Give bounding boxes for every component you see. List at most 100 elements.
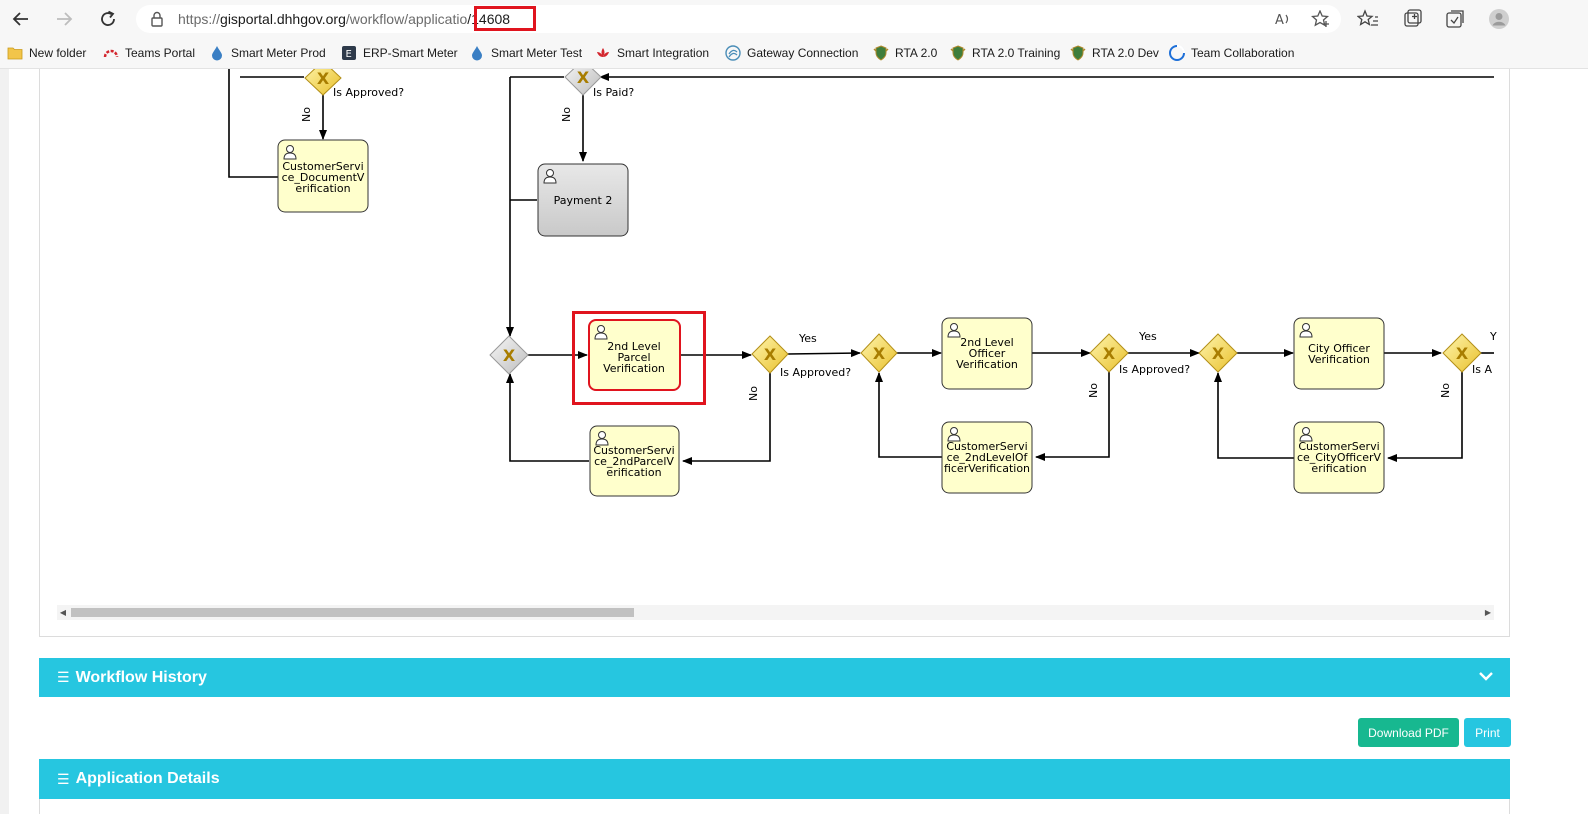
read-aloud-icon[interactable]: A bbox=[1275, 11, 1293, 27]
task-label-line: ficerVerification bbox=[944, 462, 1030, 475]
diagram-horizontal-scrollbar[interactable]: ◀ ▶ bbox=[57, 605, 1494, 620]
refresh-icon bbox=[101, 10, 115, 26]
gateway-merge[interactable]: X bbox=[489, 335, 529, 375]
task-label-line: ce_2ndLevelOf bbox=[947, 451, 1029, 464]
user-icon bbox=[1299, 323, 1313, 338]
svg-text:A: A bbox=[1275, 13, 1284, 27]
gateway-is-approved-2[interactable]: X bbox=[1089, 333, 1129, 373]
crest-icon bbox=[1070, 45, 1086, 61]
forward-button[interactable] bbox=[51, 6, 77, 32]
bookmark-rta-2-0-training[interactable]: RTA 2.0 Training bbox=[950, 38, 1060, 68]
water-drop-icon bbox=[212, 46, 222, 61]
gateway-merge-3[interactable]: X bbox=[1198, 333, 1238, 373]
scroll-right-arrow-icon[interactable]: ▶ bbox=[1484, 608, 1492, 617]
task-label-line: ce_CityOfficerV bbox=[1297, 451, 1382, 464]
add-favorite-icon[interactable] bbox=[1311, 10, 1331, 28]
task-payment-2[interactable] bbox=[537, 163, 629, 237]
task-label-line: 2nd Level bbox=[607, 340, 661, 353]
bookmark-new-folder[interactable]: New folder bbox=[7, 38, 86, 68]
flow-no-2 bbox=[1035, 372, 1110, 461]
task-doc-verification[interactable] bbox=[277, 139, 369, 213]
task-label-line: Payment 2 bbox=[554, 194, 613, 207]
profile-avatar-icon[interactable] bbox=[1488, 8, 1510, 30]
bookmark-teams-portal[interactable]: Teams Portal bbox=[103, 38, 195, 68]
bookmark-smart-integration[interactable]: Smart Integration bbox=[595, 38, 709, 68]
flow-cs-parcel-back bbox=[506, 373, 589, 462]
print-button[interactable]: Print bbox=[1464, 718, 1511, 747]
scroll-left-arrow-icon[interactable]: ◀ bbox=[59, 608, 67, 617]
url-text: https://gisportal.dhhgov.org/workflow/ap… bbox=[178, 5, 510, 33]
water-drop-icon bbox=[472, 46, 482, 61]
chevron-down-icon[interactable] bbox=[1478, 668, 1494, 684]
extensions-icon[interactable] bbox=[1444, 8, 1466, 30]
task-label-line: ce_DocumentV bbox=[282, 171, 365, 184]
task-label-line: Officer bbox=[969, 347, 1006, 360]
task-cs-2nd-parcel[interactable] bbox=[589, 425, 680, 497]
collections-icon[interactable] bbox=[1401, 8, 1423, 30]
svg-text:X: X bbox=[873, 344, 886, 363]
task-label-line: CustomerServi bbox=[593, 444, 674, 457]
user-icon bbox=[947, 323, 961, 338]
bookmark-rta-2-0[interactable]: RTA 2.0 bbox=[873, 38, 937, 68]
flow-cs-city-back bbox=[1214, 372, 1294, 459]
task-label-line: Verification bbox=[956, 358, 1018, 371]
back-button[interactable] bbox=[8, 6, 34, 32]
bookmark-smart-meter-test[interactable]: Smart Meter Test bbox=[469, 38, 582, 68]
task-2nd-level-officer[interactable] bbox=[941, 317, 1033, 390]
flow-label-no: No bbox=[1087, 383, 1100, 398]
refresh-button[interactable] bbox=[95, 6, 121, 32]
url-id-highlight-box bbox=[474, 6, 536, 31]
address-bar[interactable]: https://gisportal.dhhgov.org/workflow/ap… bbox=[136, 5, 1341, 33]
task-cs-city-officer[interactable] bbox=[1293, 421, 1385, 494]
bookmark-erp-smart-meter[interactable]: E ERP-Smart Meter bbox=[341, 38, 458, 68]
collab-icon bbox=[1169, 45, 1185, 61]
workflow-diagram[interactable]: X X X X X X X X bbox=[0, 69, 1588, 604]
bookmark-label: RTA 2.0 bbox=[895, 46, 938, 60]
user-icon bbox=[595, 431, 609, 446]
svg-text:X: X bbox=[503, 346, 516, 365]
lock-icon bbox=[151, 11, 163, 27]
gateway-label: Is Paid? bbox=[593, 86, 634, 99]
application-details-header[interactable]: ☰ Application Details bbox=[39, 759, 1510, 799]
task-label-line: City Officer bbox=[1308, 342, 1370, 355]
task-cs-2nd-level-officer[interactable] bbox=[941, 421, 1033, 494]
svg-text:X: X bbox=[317, 69, 330, 88]
task-label-line: erification bbox=[1311, 462, 1366, 475]
workflow-history-header[interactable]: ☰ Workflow History bbox=[39, 658, 1510, 697]
svg-text:X: X bbox=[764, 345, 777, 364]
favorites-icon[interactable] bbox=[1357, 8, 1379, 30]
bookmark-label: Smart Meter Prod bbox=[231, 46, 326, 60]
task-city-officer[interactable] bbox=[1293, 317, 1385, 390]
download-pdf-button[interactable]: Download PDF bbox=[1358, 718, 1459, 747]
list-icon: ☰ bbox=[57, 770, 70, 787]
flow-cs-officer-back bbox=[875, 372, 942, 458]
bookmark-smart-meter-prod[interactable]: Smart Meter Prod bbox=[209, 38, 326, 68]
url-domain: gisportal.dhhgov.org bbox=[220, 11, 346, 27]
bookmark-label: Smart Integration bbox=[617, 46, 710, 60]
gateway-is-approved-1[interactable]: X bbox=[751, 335, 789, 374]
gateway-label: Is A bbox=[1472, 363, 1492, 376]
gateway-is-paid[interactable]: X bbox=[564, 69, 602, 96]
user-task-icons bbox=[283, 145, 1313, 446]
flow-label-yes: Y bbox=[1489, 330, 1497, 343]
task-2nd-level-parcel[interactable] bbox=[588, 319, 681, 391]
gateway-is-approved-left[interactable]: X bbox=[304, 69, 342, 96]
user-icon bbox=[947, 427, 961, 442]
url-path: /workflow/applicatio bbox=[345, 11, 468, 27]
gateway-is-approved-3[interactable]: X bbox=[1442, 333, 1482, 373]
gateway-merge-2[interactable]: X bbox=[860, 333, 898, 373]
bookmark-label: RTA 2.0 Dev bbox=[1092, 46, 1159, 60]
bookmark-label: Smart Meter Test bbox=[491, 46, 583, 60]
current-task-highlight-box bbox=[572, 311, 706, 405]
bookmark-gateway-connection[interactable]: Gateway Connection bbox=[725, 38, 858, 68]
task-label-line: erification bbox=[295, 182, 350, 195]
forward-arrow-icon bbox=[57, 12, 73, 26]
flow-no-1 bbox=[682, 373, 771, 465]
section-title: Application Details bbox=[75, 770, 220, 787]
bookmark-rta-2-0-dev[interactable]: RTA 2.0 Dev bbox=[1070, 38, 1159, 68]
user-icon bbox=[543, 169, 557, 184]
task-label-line: ce_2ndParcelV bbox=[594, 455, 674, 468]
flow-yes-1 bbox=[787, 349, 861, 358]
bookmark-team-collaboration[interactable]: Team Collaboration bbox=[1169, 38, 1294, 68]
scrollbar-thumb[interactable] bbox=[71, 608, 634, 617]
